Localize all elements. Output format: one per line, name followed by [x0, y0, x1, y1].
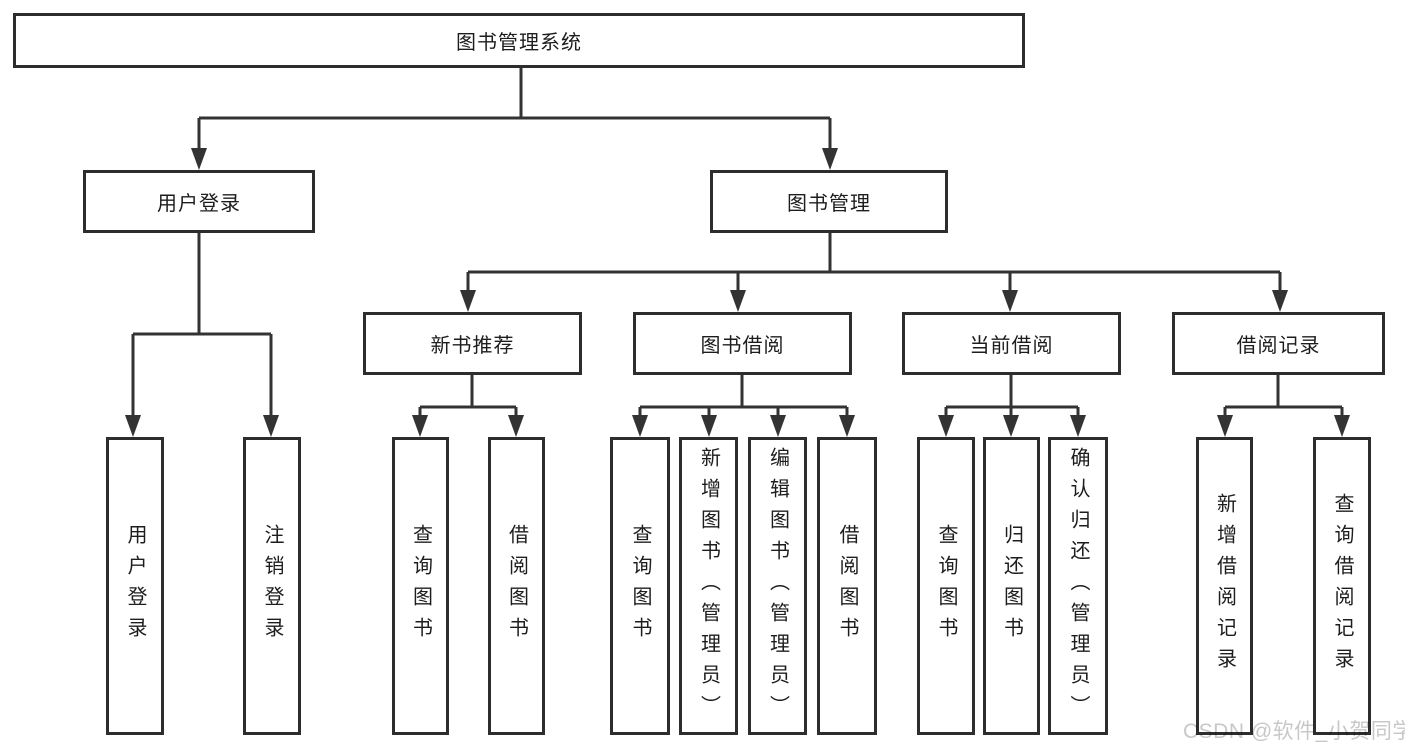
node-current-borrow-label: 当前借阅	[969, 335, 1054, 357]
leaf-bb-edit-books-admin-label: 编辑图书（管理员）	[766, 446, 789, 726]
node-current-borrow: 当前借阅	[902, 312, 1121, 375]
leaf-cb-confirm-return-admin-label: 确认归还（管理员）	[1067, 446, 1089, 726]
node-book-borrow-label: 图书借阅	[700, 335, 785, 357]
node-new-book-recommend-label: 新书推荐	[430, 335, 515, 357]
leaf-bb-add-books-admin-label: 新增图书（管理员）	[697, 446, 720, 726]
leaf-cb-query-books: 查询图书	[917, 437, 975, 735]
leaf-cb-query-books-label: 查询图书	[935, 524, 957, 648]
leaf-user-login: 用户登录	[106, 437, 164, 735]
leaf-br-add-record-label: 新增借阅记录	[1213, 493, 1236, 679]
leaf-cb-return-books-label: 归还图书	[1000, 524, 1023, 648]
leaf-user-login-label: 用户登录	[124, 524, 146, 648]
leaf-nbr-query-books: 查询图书	[392, 437, 449, 735]
node-root-label: 图书管理系统	[456, 32, 582, 54]
leaf-bb-borrow-books-label: 借阅图书	[836, 524, 858, 648]
node-root: 图书管理系统	[13, 13, 1025, 68]
leaf-br-add-record: 新增借阅记录	[1196, 437, 1253, 735]
node-borrow-records-label: 借阅记录	[1236, 335, 1321, 357]
leaf-bb-borrow-books: 借阅图书	[817, 437, 877, 735]
leaf-logout: 注销登录	[243, 437, 301, 735]
leaf-nbr-borrow-books: 借阅图书	[488, 437, 545, 735]
leaf-bb-query-books-label: 查询图书	[629, 524, 651, 648]
leaf-bb-edit-books-admin: 编辑图书（管理员）	[748, 437, 807, 735]
leaf-cb-confirm-return-admin: 确认归还（管理员）	[1048, 437, 1108, 735]
node-new-book-recommend: 新书推荐	[363, 312, 582, 375]
leaf-br-query-record-label: 查询借阅记录	[1331, 493, 1353, 679]
leaf-nbr-query-books-label: 查询图书	[409, 524, 432, 648]
leaf-nbr-borrow-books-label: 借阅图书	[505, 524, 528, 648]
node-book-management: 图书管理	[710, 170, 948, 233]
leaf-br-query-record: 查询借阅记录	[1313, 437, 1371, 735]
node-borrow-records: 借阅记录	[1172, 312, 1385, 375]
leaf-logout-label: 注销登录	[261, 524, 283, 648]
node-book-management-label: 图书管理	[787, 193, 871, 215]
leaf-cb-return-books: 归还图书	[983, 437, 1040, 735]
node-user-login: 用户登录	[83, 170, 315, 233]
leaf-bb-add-books-admin: 新增图书（管理员）	[679, 437, 738, 735]
leaf-bb-query-books: 查询图书	[610, 437, 670, 735]
node-user-login-label: 用户登录	[157, 193, 241, 215]
node-book-borrow: 图书借阅	[633, 312, 852, 375]
csdn-watermark: CSDN @软件_小贺同学	[1183, 720, 1405, 743]
